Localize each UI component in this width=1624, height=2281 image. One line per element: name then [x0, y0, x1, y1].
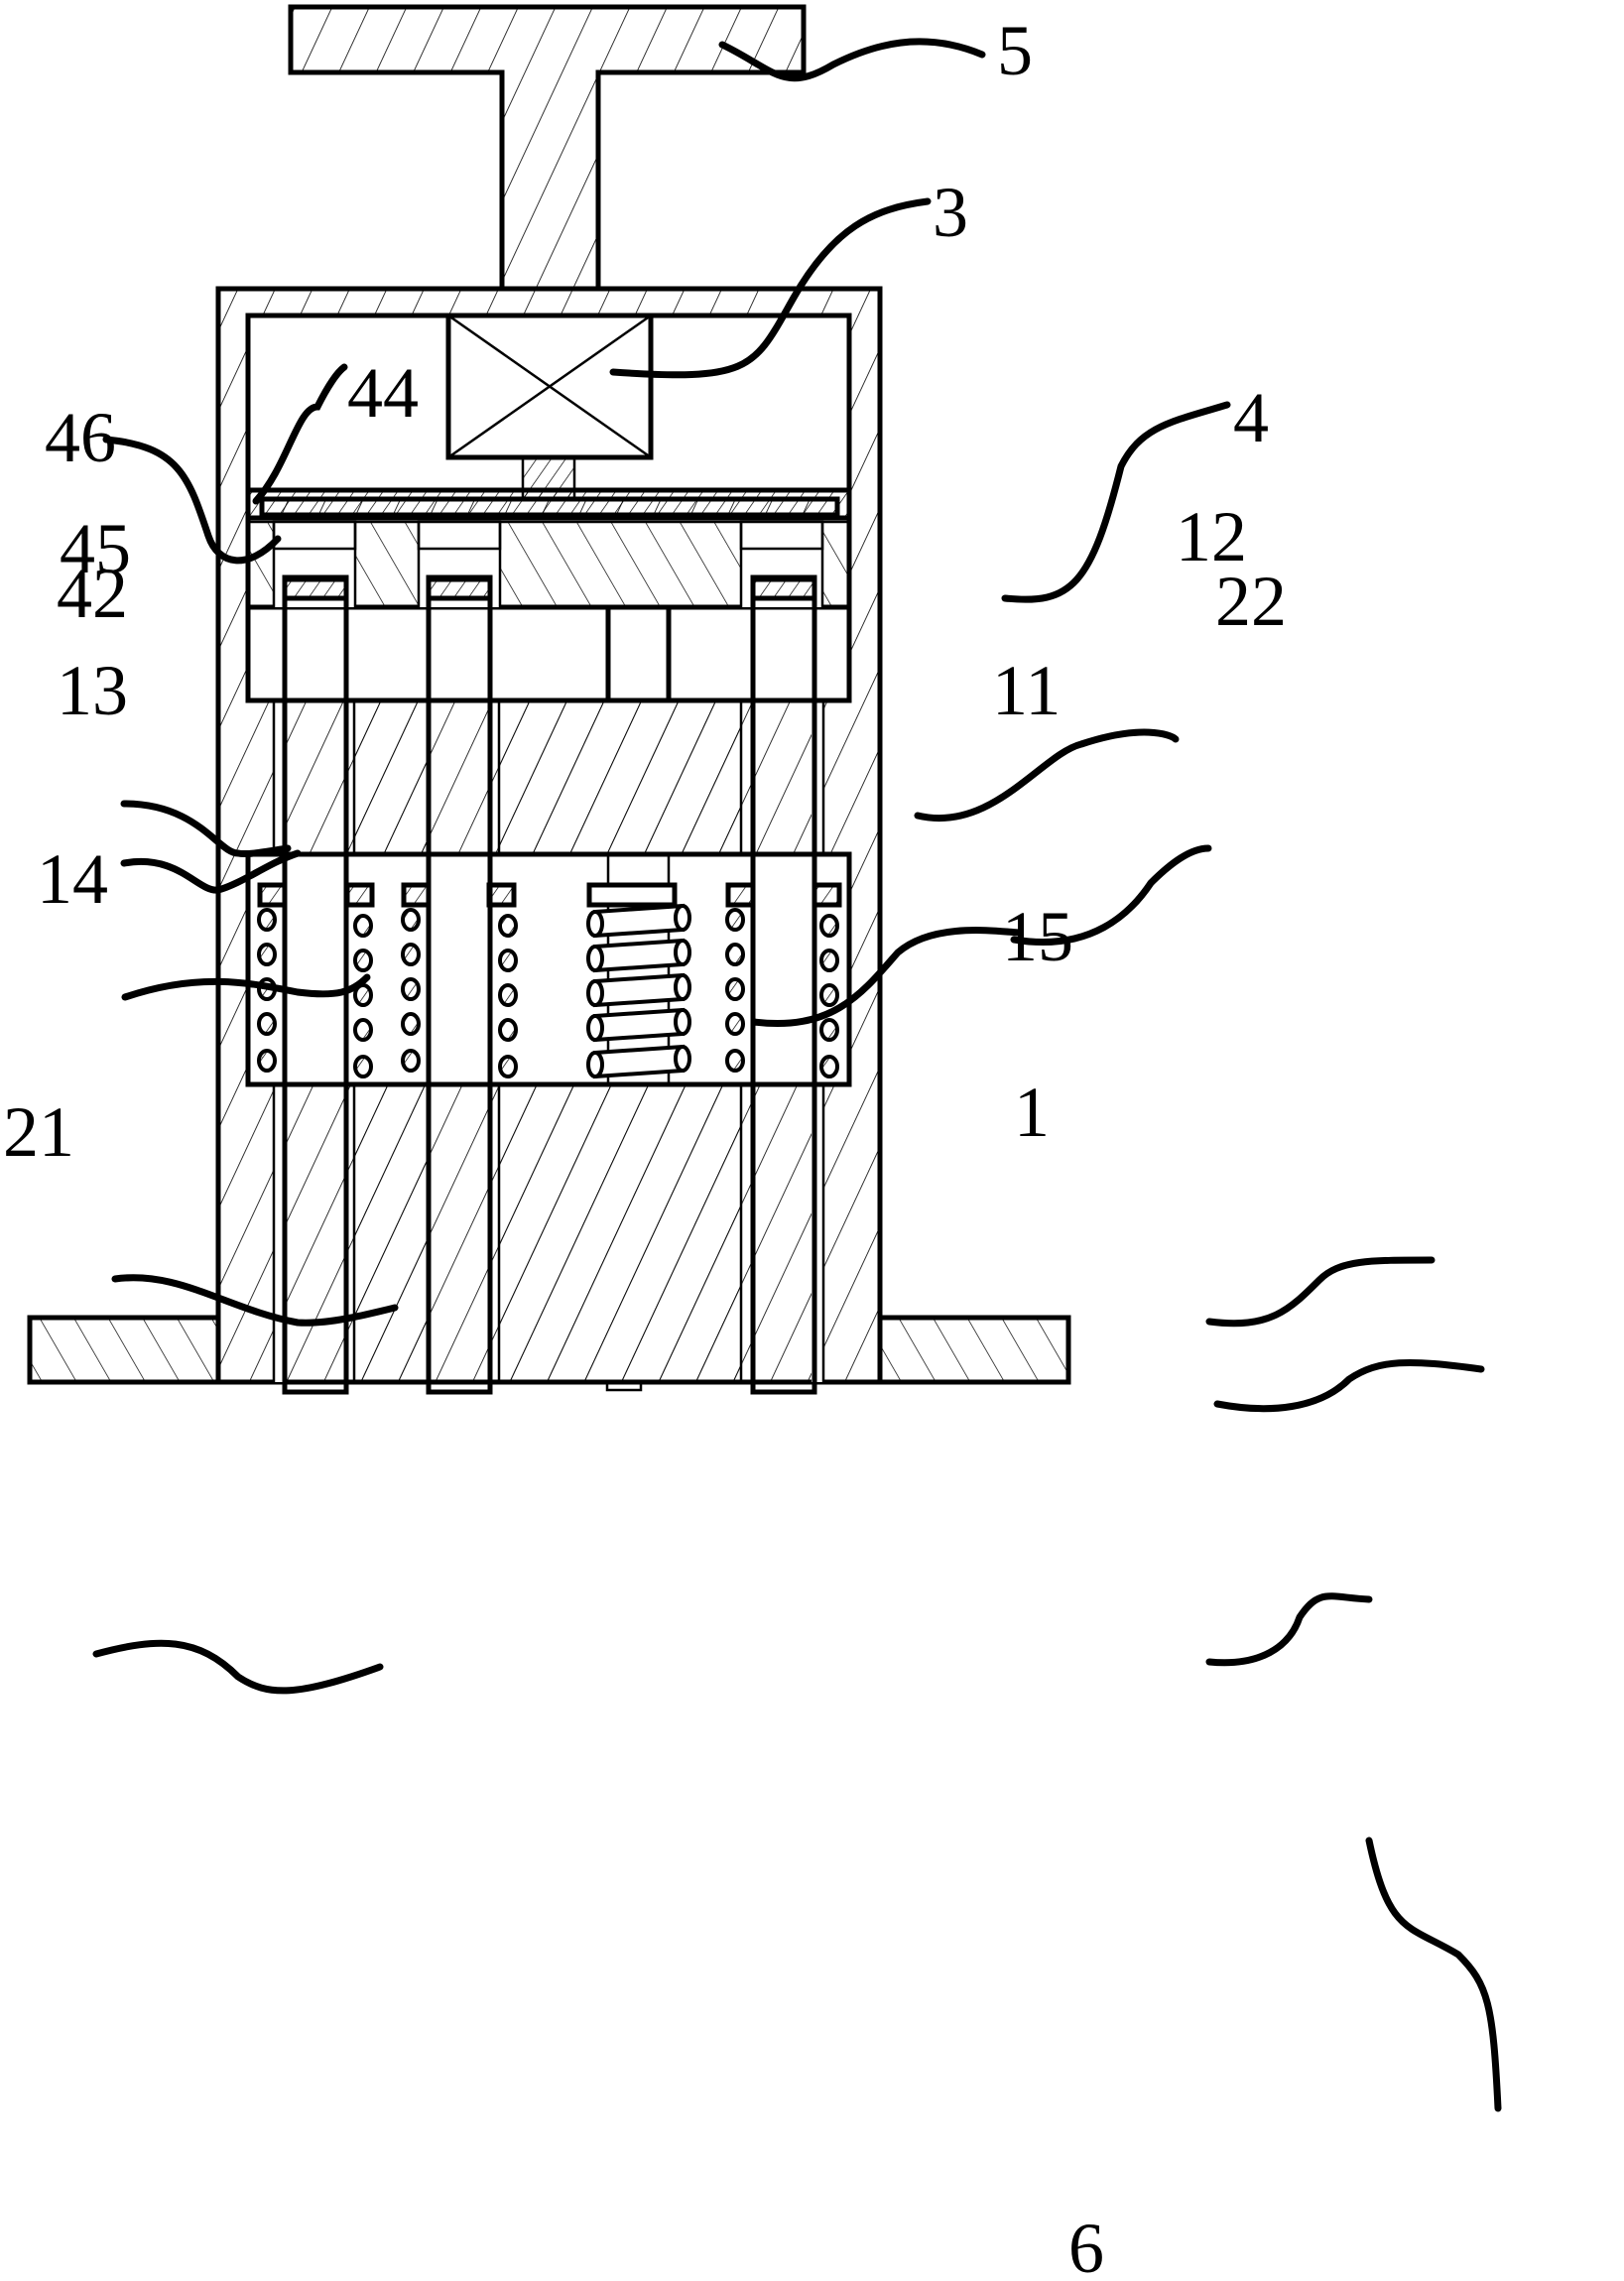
spring-coil-section	[401, 908, 421, 932]
spring-chamber-14	[245, 851, 852, 1087]
leader-lines	[92, 38, 1502, 2112]
center-spring-end	[674, 939, 691, 966]
center-spring-coil	[593, 903, 685, 939]
label-42: 42	[57, 554, 128, 633]
label-3: 3	[933, 173, 968, 252]
center-spring-end	[586, 945, 604, 972]
spring-coil-section	[257, 1012, 277, 1036]
leader-21	[92, 1639, 384, 1695]
spring-coil-section	[725, 1012, 745, 1036]
spring-coil-section	[498, 1018, 518, 1042]
center-spring-end	[674, 973, 691, 1001]
spring-coil-section	[353, 949, 373, 972]
spring-coil-section	[498, 983, 518, 1007]
spring-coil-section	[498, 914, 518, 938]
leader-4	[1001, 401, 1231, 603]
center-spring-coil	[593, 1044, 685, 1079]
spring-coil-section	[498, 949, 518, 972]
label-12: 12	[1176, 497, 1247, 576]
label-13: 13	[57, 651, 128, 730]
label-45: 45	[60, 509, 131, 588]
spring-coil-section	[257, 943, 277, 966]
leader-3	[609, 197, 932, 379]
label-15: 15	[1002, 897, 1073, 976]
label-46: 46	[45, 398, 116, 477]
spring-coil-section	[353, 1018, 373, 1042]
leader-6	[1365, 1837, 1502, 2112]
center-spring-end	[674, 1045, 691, 1073]
label-14: 14	[37, 839, 108, 919]
leader-1	[1205, 1592, 1373, 1667]
spring-coil-section	[401, 943, 421, 966]
spring-coil-section	[257, 1049, 277, 1073]
spring-coil-section	[257, 908, 277, 932]
leader-5	[718, 38, 986, 82]
spring-coil-section	[401, 1049, 421, 1073]
leader-15	[1213, 1358, 1485, 1413]
label-5: 5	[997, 11, 1033, 90]
leader-14	[111, 1274, 399, 1327]
center-spring-coil	[593, 1007, 685, 1043]
leader-13	[121, 973, 371, 1001]
leader-22	[1010, 844, 1212, 947]
leader-14-right	[1205, 1256, 1436, 1328]
leader-42	[120, 849, 302, 894]
center-spring-end	[674, 904, 691, 932]
spring-coil-section	[353, 1055, 373, 1078]
label-1: 1	[1014, 1073, 1050, 1152]
spring-coil-section	[725, 943, 745, 966]
spring-coil-section	[819, 983, 839, 1007]
center-spring-coil	[593, 938, 685, 973]
center-spring-end	[586, 979, 604, 1007]
center-spring-end	[586, 910, 604, 938]
label-21: 21	[3, 1092, 74, 1172]
reference-labels: 5 3 44 46 4 12 45 42 22 13 11 14 15 21 1…	[3, 11, 1287, 2281]
spring-coil-section	[819, 1018, 839, 1042]
leader-46	[102, 436, 282, 565]
label-11: 11	[992, 651, 1061, 730]
spring-coil-section	[819, 914, 839, 938]
leader-44	[252, 363, 348, 505]
center-spring-end	[586, 1014, 604, 1042]
label-6: 6	[1068, 2209, 1104, 2281]
center-spring-coil	[593, 972, 685, 1008]
leader-45	[120, 800, 292, 857]
chamber-13	[245, 604, 852, 703]
mesh-pads-46	[272, 520, 824, 551]
rod-caps-42	[282, 574, 817, 601]
spring-coil-section	[498, 1055, 518, 1078]
springs-15	[257, 903, 839, 1079]
spring-coil-section	[819, 1055, 839, 1078]
spring-coil-section	[819, 949, 839, 972]
label-44: 44	[347, 353, 419, 433]
spring-coil-section	[401, 1012, 421, 1036]
base-flange-6	[27, 1315, 1071, 1385]
spring-coil-section	[725, 908, 745, 932]
center-spring-end	[586, 1051, 604, 1078]
spring-coil-section	[725, 1049, 745, 1073]
label-22: 22	[1215, 562, 1287, 641]
center-spring-end	[674, 1008, 691, 1036]
label-4: 4	[1233, 378, 1269, 457]
leader-12	[914, 728, 1180, 822]
spring-coil-section	[353, 914, 373, 938]
spring-coil-section	[401, 977, 421, 1001]
spring-coil-section	[725, 977, 745, 1001]
motor-3	[445, 313, 654, 501]
leader-11	[750, 927, 1023, 1027]
